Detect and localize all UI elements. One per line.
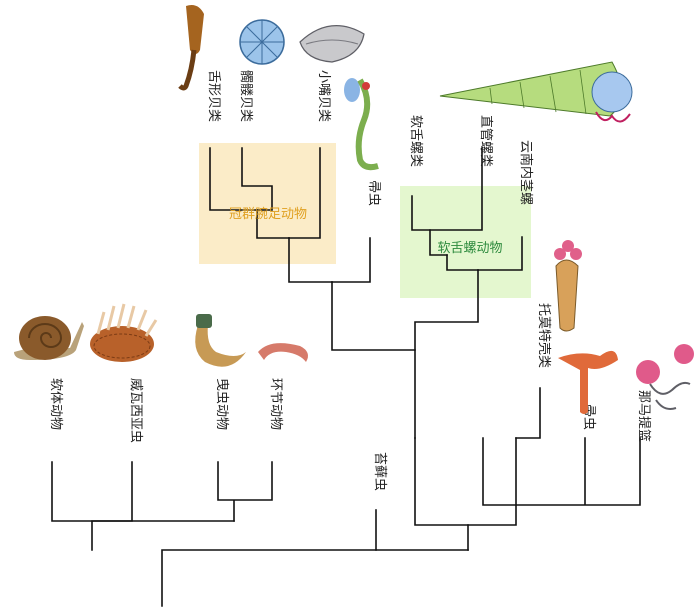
taxon-yunnan: 云南内茎螺 — [518, 140, 534, 205]
taxon-hyolithida: 软舌螺类 — [408, 115, 423, 167]
snail-illustration — [14, 316, 84, 360]
taxon-labels: 软体动物 威瓦西亚虫 曳虫动物 环节动物 舌形贝类 髑髅贝类 小嘴贝类 帚虫 软… — [48, 70, 652, 491]
wiwaxia-illustration — [90, 303, 158, 362]
taxon-mollusca: 软体动物 — [48, 378, 63, 430]
taxon-orthothecida: 直管螺类 — [478, 115, 493, 167]
taxon-wiwaxia: 威瓦西亚虫 — [128, 378, 143, 443]
taxon-tommotiid: 托莫特壳类 — [536, 303, 551, 368]
hyolitha-box — [400, 186, 531, 298]
entoprocta-illustration — [636, 344, 694, 410]
hyolitha-label: 软舌螺动物 — [437, 241, 502, 256]
lophophorata-box — [199, 143, 336, 264]
taxon-bryozoa: 苔藓虫 — [372, 452, 387, 491]
annelid-illustration — [258, 343, 308, 362]
tommotiid-illustration — [554, 240, 582, 332]
hyolith-illustration — [439, 61, 633, 123]
taxon-lingulida: 舌形贝类 — [206, 70, 221, 122]
taxon-craniida: 髑髅贝类 — [238, 70, 254, 122]
taxon-rhynchonellata: 小嘴贝类 — [316, 70, 331, 122]
rhynchonellid-illustration — [299, 25, 365, 63]
taxon-priapulida: 曳虫动物 — [214, 378, 229, 430]
lingulid-illustration — [178, 5, 204, 91]
tree-branches — [51, 147, 641, 607]
lophophorata-label: 冠群腕足动物 — [229, 206, 307, 222]
taxon-entoprocta: 那马提篮 — [636, 390, 652, 442]
taxon-annelida: 环节动物 — [268, 378, 283, 430]
craniid-illustration — [239, 19, 285, 65]
phoronid-illustration — [344, 78, 379, 171]
phoronid-worm-illustration — [558, 350, 618, 414]
priapulid-illustration — [195, 314, 246, 367]
taxon-phoronida: 帚虫 — [366, 180, 381, 206]
